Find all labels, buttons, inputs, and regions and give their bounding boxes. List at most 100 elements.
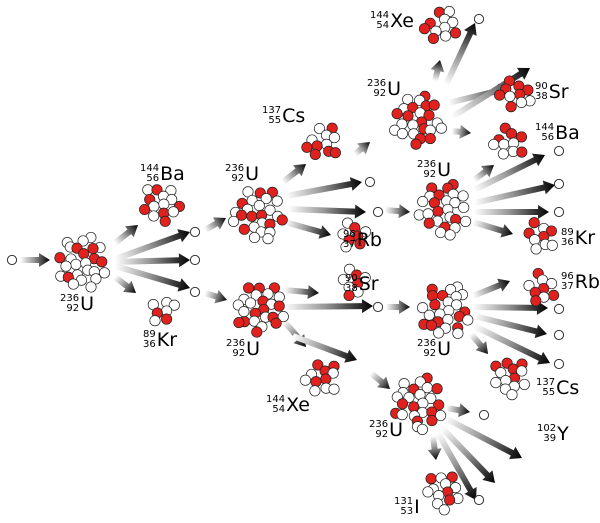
proton — [159, 215, 171, 227]
nucleus-u236-midlower-gen3 — [417, 281, 474, 339]
neutron-arrow — [472, 300, 549, 315]
nucleus-cs137-right — [490, 357, 530, 401]
proton — [431, 383, 443, 395]
free-neutron — [372, 301, 384, 313]
neutron — [416, 423, 428, 435]
neutron — [359, 272, 371, 284]
free-neutron — [6, 254, 18, 266]
neutron-arrow — [473, 180, 555, 206]
neutron — [248, 315, 260, 327]
neutron — [98, 267, 111, 279]
nucleus-sr90-mid — [337, 263, 371, 302]
neutron — [168, 299, 180, 311]
neutron — [67, 278, 79, 290]
neutron-arrows — [20, 23, 555, 501]
neutron-arrow — [287, 204, 367, 219]
neutron — [504, 90, 516, 102]
free-neutron — [364, 176, 376, 188]
proton — [446, 471, 458, 483]
neutron — [452, 327, 464, 339]
nucleus-cs137-mid — [301, 122, 341, 160]
neutron-arrow — [283, 299, 374, 314]
neutron — [85, 281, 97, 293]
proton — [530, 295, 542, 307]
nucleus-u236-lower-gen2 — [232, 282, 289, 338]
nucleus-u236-gen0 — [54, 231, 111, 293]
neutron — [253, 200, 265, 212]
proton — [426, 415, 438, 427]
neutron — [417, 302, 429, 314]
neutron — [460, 215, 472, 227]
proton — [354, 238, 366, 250]
neutron-arrow — [353, 141, 370, 157]
free-neutron — [372, 206, 384, 218]
neutron-arrow — [204, 289, 228, 304]
proton — [87, 242, 99, 255]
proton — [270, 317, 282, 329]
free-neutron — [553, 178, 565, 190]
neutron — [396, 128, 408, 140]
neutron — [529, 234, 541, 246]
nucleus-u236-upper-gen2 — [228, 186, 288, 245]
neutron-arrow — [445, 403, 471, 418]
proton — [516, 146, 528, 158]
proton — [139, 203, 151, 216]
neutron — [244, 297, 257, 309]
neutron — [77, 235, 89, 247]
proton — [429, 299, 441, 311]
proton — [276, 214, 288, 226]
neutron — [450, 299, 463, 311]
neutron — [238, 306, 250, 318]
proton — [444, 494, 456, 506]
neutron-arrow — [427, 435, 442, 460]
proton — [548, 289, 560, 301]
neutron — [167, 206, 179, 218]
neutron — [328, 132, 340, 144]
neutron-arrow — [468, 332, 488, 355]
proton — [418, 23, 431, 35]
neutron-arrow — [113, 274, 137, 293]
neutron — [309, 385, 321, 397]
neutron — [60, 260, 72, 272]
nucleus-u236-top-gen3 — [389, 90, 447, 150]
proton — [96, 256, 108, 268]
neutron-arrow — [113, 229, 190, 262]
neutron — [328, 383, 340, 395]
neutron — [422, 208, 434, 220]
neutron — [422, 486, 434, 498]
neutron-arrow — [285, 177, 362, 199]
nucleus-ba144-gen1 — [139, 184, 185, 227]
neutron-arrow — [439, 425, 496, 483]
nucleus-u236-bottom-gen3 — [390, 372, 447, 435]
neutron — [337, 273, 349, 286]
proton — [425, 473, 437, 485]
neutron — [488, 138, 500, 151]
neutron-arrow — [430, 59, 445, 82]
neutron — [313, 123, 326, 135]
neutron — [271, 195, 283, 207]
nucleus-kr89-right — [523, 217, 558, 255]
neutron-arrow — [451, 124, 471, 139]
nucleus-xe144-lower — [299, 359, 340, 397]
neutron — [515, 96, 527, 108]
neutron — [327, 367, 339, 379]
neutron — [435, 409, 447, 422]
proton — [423, 109, 435, 121]
neutron-arrow — [113, 224, 138, 246]
proton — [310, 376, 322, 388]
neutron-arrow — [443, 23, 477, 87]
free-neutrons — [6, 13, 565, 506]
proton — [545, 225, 557, 237]
proton — [54, 252, 66, 264]
proton — [343, 289, 355, 302]
neutron — [444, 229, 456, 241]
